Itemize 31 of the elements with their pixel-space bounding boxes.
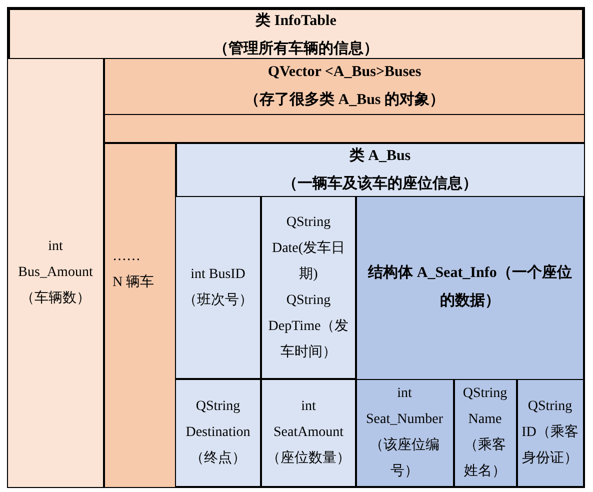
cell-text: QString DepTime（发车时间） [267,292,350,362]
cell-text: QString Destination（终点） [184,398,252,468]
cell-text: QString Date(发车日期) [270,214,346,284]
table-cell [356,378,454,486]
heading-text: 类 A_Bus [349,146,411,166]
table-cell [7,58,104,488]
cell-text: 结构体 A_Seat_Info（一个座位的数据） [367,263,573,310]
subheading-text: （存了很多类 A_Bus 的对象） [244,90,445,110]
table-cell [454,378,516,486]
heading-text: QVector <A_Bus>Buses [268,63,422,82]
table-cell [516,378,584,486]
heading-text: 类 InfoTable [256,11,336,30]
cell-text: int Bus_Amount（车辆数） [17,238,94,308]
subheading-text: （管理所有车辆的信息） [214,39,378,58]
class-box [176,142,584,488]
cell-text: QString ID（乘客身份证） [520,398,580,468]
vector-box [104,58,585,488]
table-cell [261,379,356,487]
table-cell [261,196,356,379]
subheading-text: （一辆车及该车的座位信息） [282,174,478,194]
cell-text: …… [112,248,140,266]
cell-text: int BusID（班次号） [182,266,254,310]
class-box [7,7,585,488]
cell-text: QString Name（乘客姓名） [462,384,508,480]
cell-text: N 辆车 [112,273,154,292]
struct-box [356,196,584,487]
table-cell [175,379,261,487]
cell-text: int Seat_Number（该座位编号） [365,384,444,480]
cell-text: int SeatAmount（座位数量） [266,398,352,468]
empty-row [104,114,584,142]
table-cell [175,196,261,379]
